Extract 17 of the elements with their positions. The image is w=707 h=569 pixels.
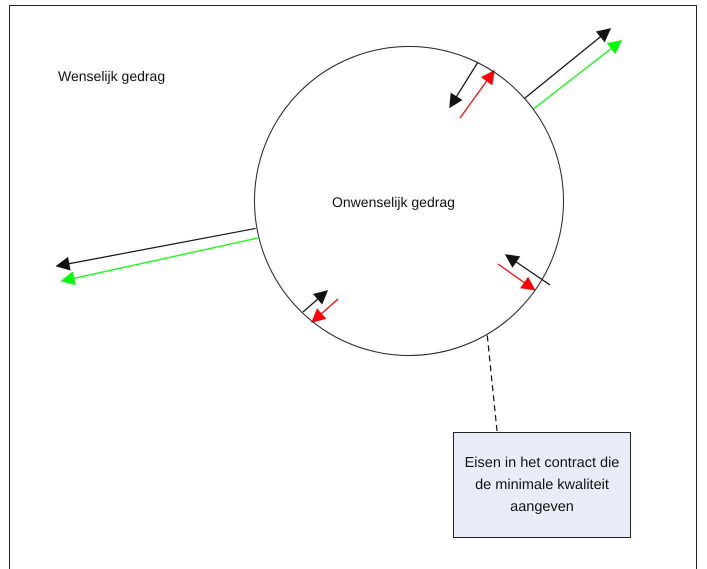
callout-text: Eisen in het contract die de minimale kwaliteit aangeven bbox=[464, 454, 620, 517]
region-label: Onwenselijk gedrag bbox=[332, 194, 455, 210]
arrow bbox=[449, 62, 478, 108]
arrow bbox=[302, 290, 328, 312]
arrow bbox=[460, 70, 495, 118]
arrow bbox=[504, 254, 550, 286]
arrow bbox=[56, 228, 256, 271]
region-label: Wenselijk gedrag bbox=[58, 68, 166, 84]
arrow bbox=[533, 40, 622, 110]
arrow bbox=[60, 237, 258, 286]
arrow bbox=[524, 28, 612, 99]
arrow bbox=[498, 264, 536, 291]
circle-region bbox=[254, 46, 564, 356]
frame-background bbox=[9, 5, 697, 569]
leader-line bbox=[486, 333, 498, 432]
callout-box bbox=[453, 432, 631, 538]
arrow bbox=[311, 298, 338, 323]
